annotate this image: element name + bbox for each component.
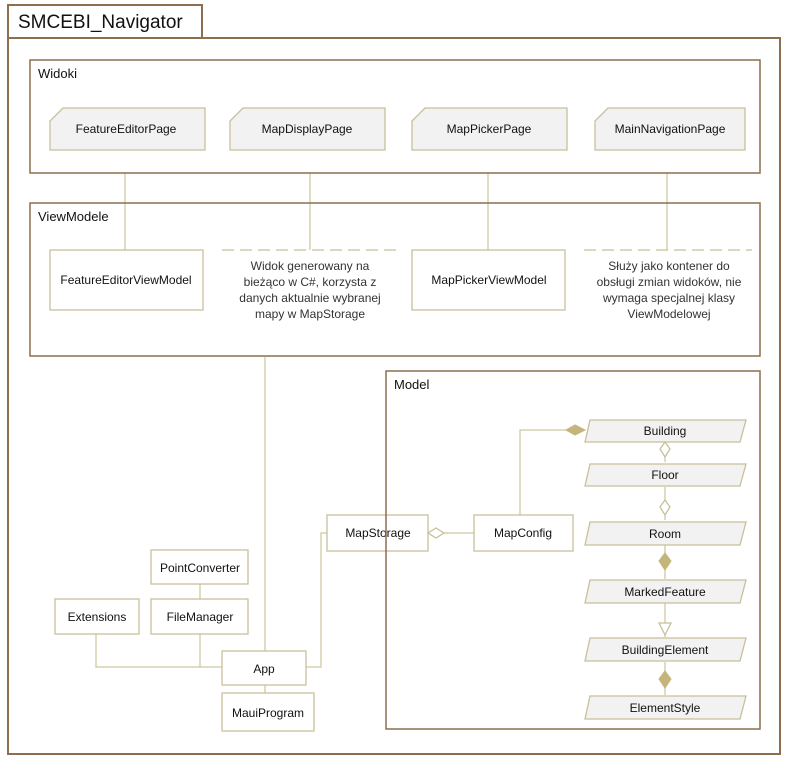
- views-package: Widoki FeatureEditorPage MapDisplayPage …: [29, 59, 761, 174]
- component-filemanager-label: FileManager: [167, 610, 234, 624]
- composition-buildingelement-elementstyle-diamond: [658, 670, 672, 689]
- component-mapstorage-label: MapStorage: [345, 526, 411, 540]
- composition-room-markedfeature-diamond: [658, 552, 672, 571]
- component-app: [221, 650, 307, 686]
- component-extensions-label: Extensions: [68, 610, 127, 624]
- note-mainnavigation-line3: wymaga specjalnej klasy: [602, 291, 735, 305]
- class-building: [584, 419, 747, 443]
- view-featureeditorpage-label: FeatureEditorPage: [76, 122, 177, 136]
- viewmodels-package-title: ViewModele: [38, 209, 109, 224]
- component-mapstorage: [326, 514, 429, 552]
- view-mappickerpage-label: MapPickerPage: [447, 122, 532, 136]
- connectors: [95, 150, 668, 695]
- component-pointconverter: [150, 549, 249, 585]
- component-pointconverter-label: PointConverter: [160, 561, 240, 575]
- component-filemanager: [150, 598, 249, 635]
- component-mauiprogram: [221, 692, 315, 732]
- component-mapconfig: [473, 514, 574, 552]
- class-room-label: Room: [649, 527, 681, 541]
- viewmodel-featureeditor-label: FeatureEditorViewModel: [60, 273, 191, 287]
- class-floor: [584, 463, 747, 487]
- note-mainnavigation: Służy jako kontener do obsługi zmian wid…: [584, 249, 752, 321]
- app-components: PointConverter FileManager Extensions Ap…: [54, 514, 429, 732]
- aggregation-floor-room-diamond: [659, 498, 671, 517]
- view-mappickerpage: [411, 107, 568, 151]
- connector-app-mapstorage: [306, 532, 327, 668]
- view-mapdisplaypage: [229, 107, 386, 151]
- class-building-label: Building: [644, 424, 687, 438]
- note-mapdisplay-line2: bieżąco w C#, korzysta z: [244, 275, 377, 289]
- class-floor-label: Floor: [651, 468, 678, 482]
- model-package: Model MapConfig Building Floor Room Mark…: [385, 370, 761, 730]
- class-elementstyle: [584, 695, 747, 720]
- component-mauiprogram-label: MauiProgram: [232, 706, 304, 720]
- viewmodels-package: ViewModele FeatureEditorViewModel MapPic…: [29, 202, 761, 357]
- composition-building-diamond: [564, 424, 587, 436]
- model-package-frame: [385, 370, 761, 730]
- generalization-arrow: [657, 622, 673, 637]
- view-featureeditorpage: [49, 107, 206, 151]
- class-elementstyle-label: ElementStyle: [630, 701, 701, 715]
- note-mapdisplay-line4: mapy w MapStorage: [255, 307, 365, 321]
- class-buildingelement: [584, 637, 747, 662]
- main-package-body: [7, 37, 781, 755]
- class-markedfeature: [584, 579, 747, 604]
- component-extensions: [54, 598, 140, 635]
- component-app-label: App: [253, 662, 275, 676]
- note-mapdisplay: Widok generowany na bieżąco w C#, korzys…: [222, 249, 398, 321]
- note-mapdisplay-line3: danych aktualnie wybranej: [239, 291, 380, 305]
- aggregation-building-floor-diamond: [659, 440, 671, 459]
- note-mapdisplay-line1: Widok generowany na: [251, 259, 370, 273]
- note-mainnavigation-line1: Służy jako kontener do: [608, 259, 730, 273]
- aggregation-mapstorage-diamond: [426, 527, 446, 539]
- note-mainnavigation-line4: ViewModelowej: [627, 307, 710, 321]
- main-package-title: SMCEBI_Navigator: [18, 12, 183, 33]
- note-mainnavigation-line2: obsługi zmian widoków, nie: [597, 275, 742, 289]
- view-mainnavigationpage-label: MainNavigationPage: [615, 122, 726, 136]
- association-markers: [426, 424, 673, 689]
- model-package-title: Model: [394, 377, 430, 392]
- class-buildingelement-label: BuildingElement: [622, 643, 709, 657]
- viewmodels-package-frame: [29, 202, 761, 357]
- component-mapconfig-label: MapConfig: [494, 526, 552, 540]
- class-room: [584, 521, 747, 546]
- viewmodel-featureeditor: [49, 249, 204, 311]
- view-mapdisplaypage-label: MapDisplayPage: [262, 122, 353, 136]
- viewmodel-mappicker: [411, 249, 566, 311]
- connector-extensions-app: [95, 634, 222, 668]
- view-mainnavigationpage: [594, 107, 746, 151]
- class-markedfeature-label: MarkedFeature: [624, 585, 706, 599]
- viewmodel-mappicker-label: MapPickerViewModel: [431, 273, 546, 287]
- connector-mapconfig-building: [519, 429, 570, 515]
- main-package: SMCEBI_Navigator: [7, 4, 781, 755]
- views-package-title: Widoki: [38, 66, 77, 81]
